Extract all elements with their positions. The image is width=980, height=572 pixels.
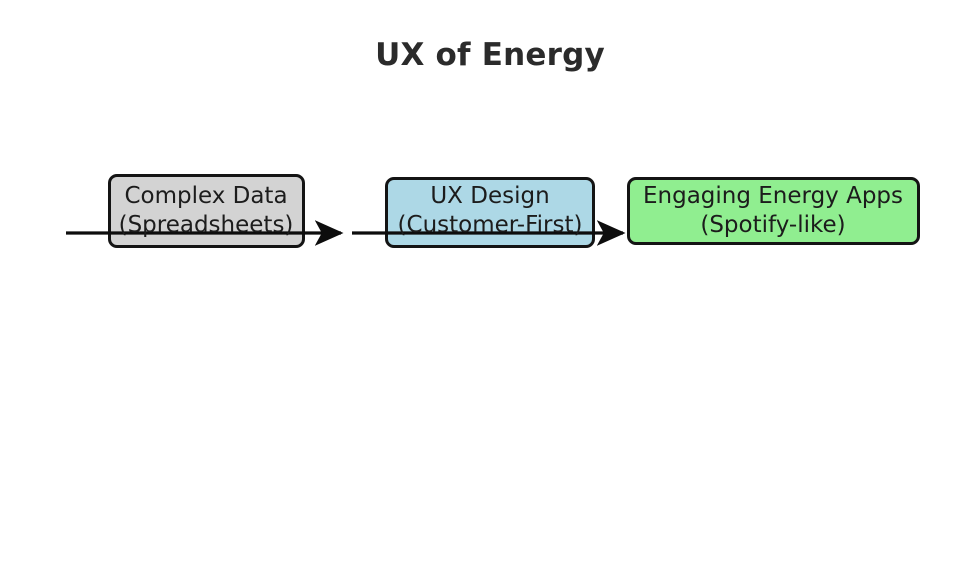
flow-node-complex-data[interactable] <box>108 174 305 248</box>
flow-node-engaging-energy-apps[interactable] <box>627 177 920 245</box>
flow-node-ux-design[interactable] <box>385 177 595 248</box>
page-title: UX of Energy <box>375 37 605 73</box>
